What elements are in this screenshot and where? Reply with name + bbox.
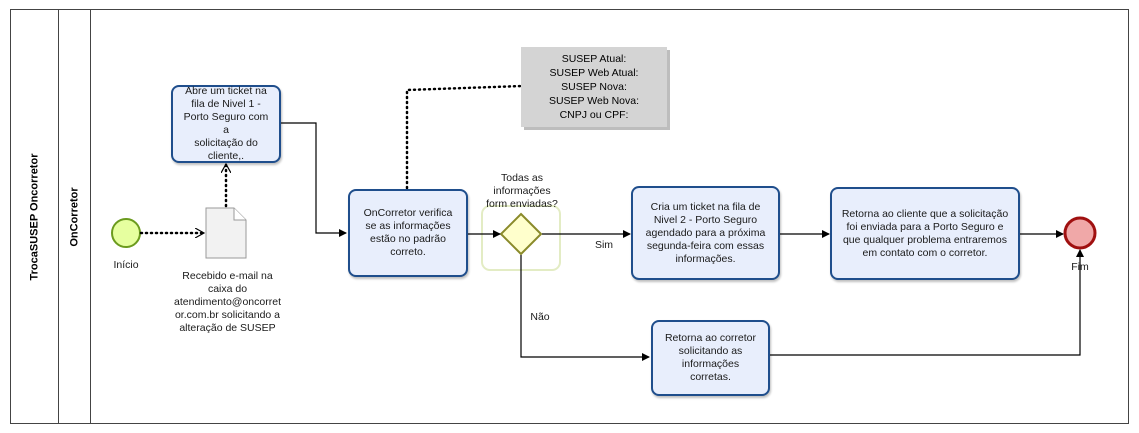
task-create-level2-ticket[interactable]: Cria um ticket na fila de Nivel 2 - Port…: [631, 186, 780, 280]
flow-no: [520, 255, 650, 361]
flow-no-label: Não: [530, 311, 550, 323]
task-open-ticket[interactable]: Abre um ticket na fila de Nivel 1 - Port…: [171, 85, 281, 163]
exclusive-gateway[interactable]: [499, 212, 543, 256]
task-return-to-broker[interactable]: Retorna ao corretor solicitando as infor…: [651, 320, 770, 396]
flow-return-broker-to-end: [770, 249, 1084, 356]
flow-yes-label: Sim: [594, 239, 614, 251]
start-event[interactable]: [111, 218, 141, 248]
start-event-label: Início: [113, 259, 139, 271]
document-fold: [233, 208, 246, 221]
gateway-question: Todas as informações form enviadas?: [486, 172, 558, 210]
flow-open-ticket-to-verify: [281, 122, 347, 237]
association-verify-annotation: [405, 84, 524, 190]
susep-annotation: SUSEP Atual: SUSEP Web Atual: SUSEP Nova…: [521, 47, 667, 127]
task-verify-information[interactable]: OnCorretor verifica se as informações es…: [348, 189, 468, 277]
document-label: Recebido e-mail na caixa do atendimento@…: [174, 270, 281, 334]
task-return-to-client[interactable]: Retorna ao cliente que a solicitação foi…: [830, 187, 1020, 280]
lane-title: OnCorretor: [68, 186, 81, 247]
pool-title: TrocaSUSEP Oncorretor: [28, 153, 41, 280]
end-event-label: Fim: [1071, 261, 1089, 273]
end-event[interactable]: [1063, 216, 1097, 250]
